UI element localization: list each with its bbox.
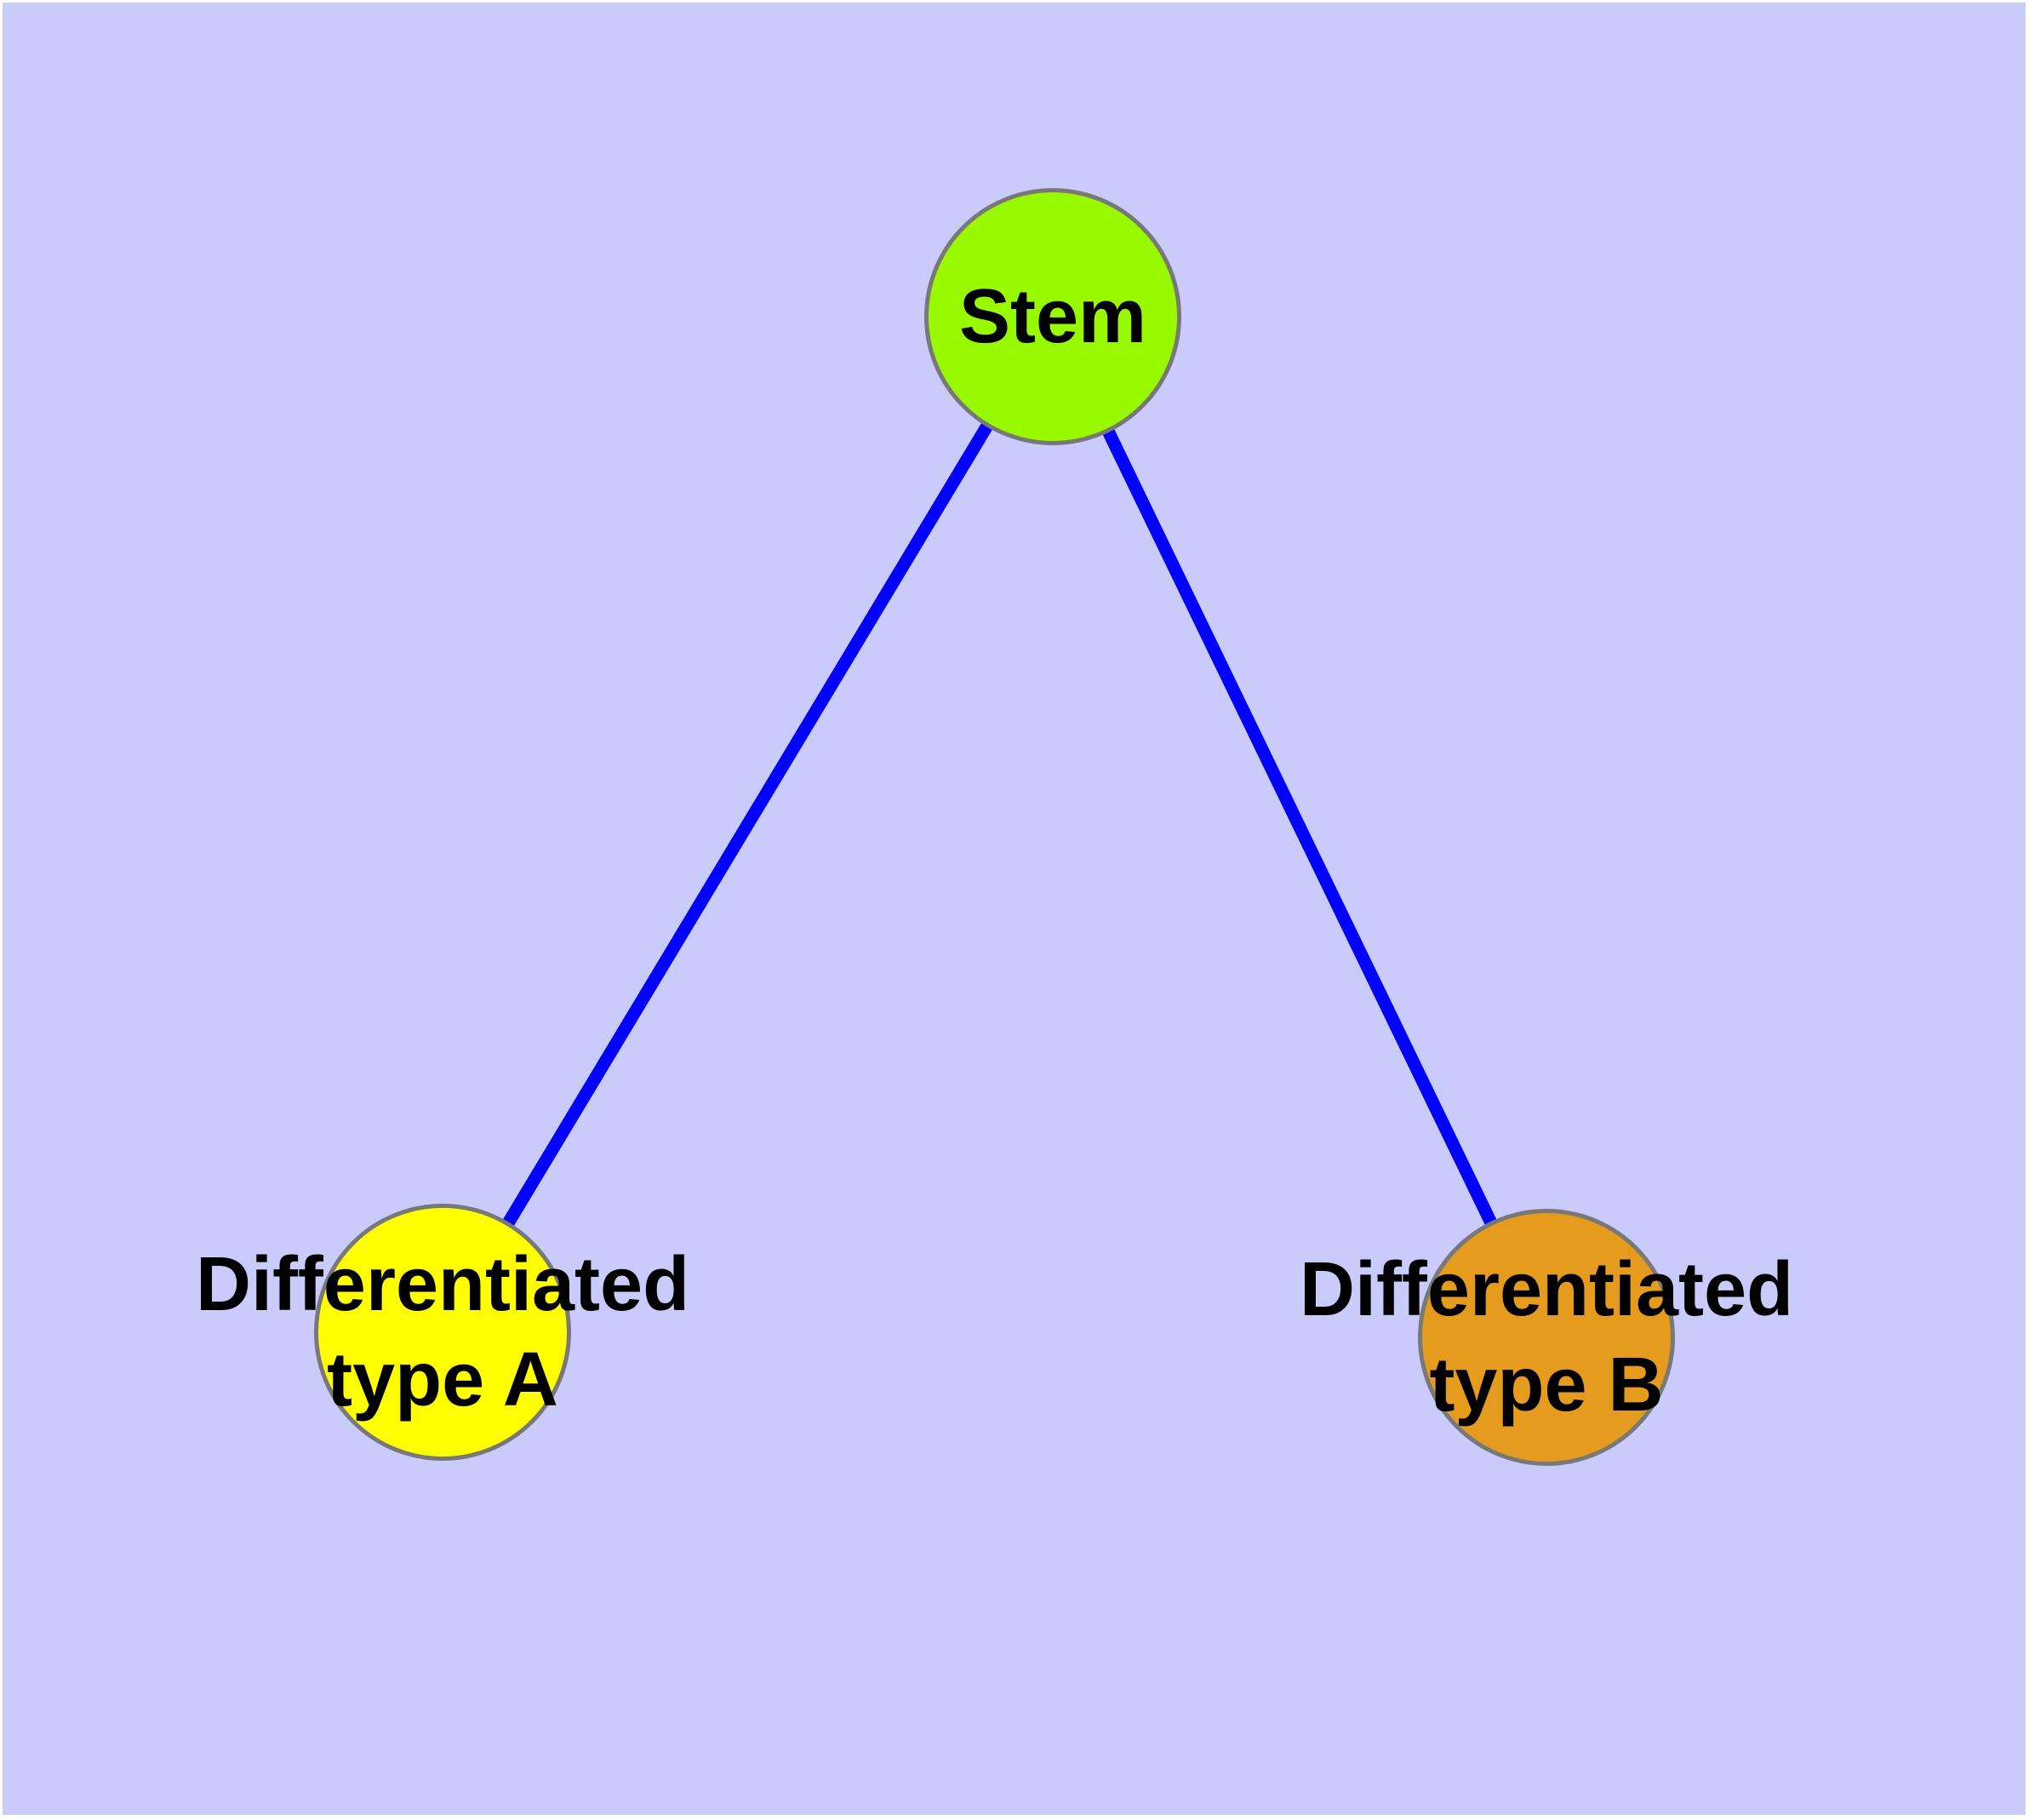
node-differentiated-type-b [1418, 1209, 1675, 1466]
node-differentiated-type-a [314, 1204, 571, 1461]
node-stem-label: Stem [958, 274, 1147, 359]
node-label-line2: type A [327, 1337, 558, 1422]
node-label-differentiated-type-b: Differentiated type B [1300, 1242, 1793, 1433]
node-label-line2: type B [1429, 1342, 1664, 1428]
node-label-differentiated-type-a: Differentiated type A [196, 1237, 689, 1428]
node-label-line1: Differentiated [1299, 1247, 1794, 1332]
node-stem: Stem [924, 188, 1181, 445]
edges-layer [437, 313, 1552, 1341]
node-label-line1: Differentiated [195, 1242, 690, 1327]
graph-background: Stem Differentiated type A Differentiate… [3, 3, 2026, 1815]
edge-stem-to-type-a [437, 313, 1059, 1336]
edge-stem-to-type-b [1047, 313, 1552, 1341]
